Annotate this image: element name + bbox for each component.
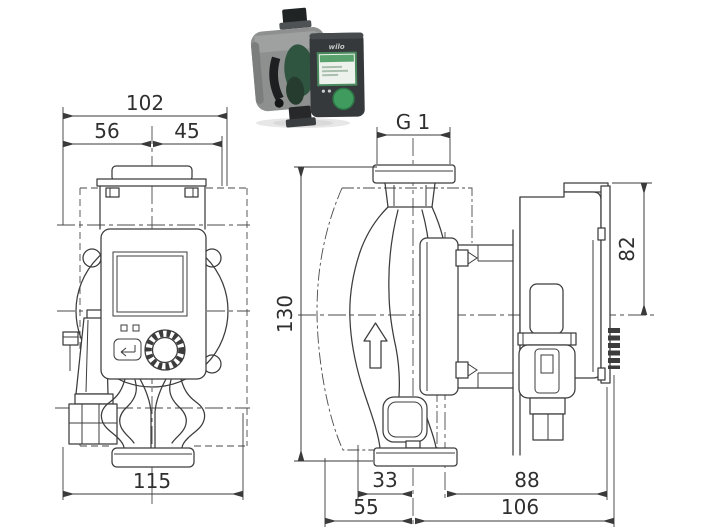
cover-clip [105, 187, 120, 198]
side-flange [373, 447, 458, 467]
port-flange [372, 164, 456, 184]
front-pump-volute [100, 378, 206, 468]
dim-label-102: 102 [126, 91, 164, 115]
dim-label-88: 88 [514, 468, 539, 492]
front-control-module [100, 228, 207, 380]
return-arrow-icon [120, 345, 136, 357]
motor-flange-plate [419, 237, 459, 396]
back-plate-clip [597, 227, 606, 241]
photo-display-line [322, 73, 339, 77]
dim-label-33: 33 [372, 468, 397, 492]
product-photo: wilo [250, 7, 365, 128]
dim-front-flange-width: 115 [62, 413, 244, 500]
photo-display-line [321, 65, 342, 69]
foot-window-inner [387, 401, 423, 438]
photo-clamp-lever [269, 56, 284, 101]
front-flange [111, 447, 195, 468]
dim-label-56: 56 [94, 119, 119, 143]
dim-side-module-height: 82 [612, 182, 652, 316]
photo-display-line [322, 69, 349, 73]
cover-clip [184, 187, 199, 198]
dim-label-g1: G 1 [396, 110, 431, 134]
side-view: G 1 130 82 33 88 [273, 110, 656, 527]
dim-label-130: 130 [273, 295, 297, 333]
side-cable-plug [517, 283, 577, 441]
photo-green-housing-dark [286, 76, 305, 105]
side-motor [419, 196, 521, 456]
photo-green-button [332, 87, 355, 111]
photo-top-collar [279, 20, 312, 30]
photo-display-header [319, 54, 354, 63]
control-knob [144, 329, 186, 371]
dim-front-width-split: 56 45 [62, 119, 223, 186]
back-plate-clip [597, 367, 606, 381]
dim-side-lower-row: 55 106 [324, 375, 615, 527]
foot-stem [405, 440, 421, 449]
cover-plate [96, 178, 207, 187]
led-indicator [132, 324, 140, 332]
dim-label-106: 106 [501, 495, 539, 519]
front-terminal-cover [96, 165, 207, 230]
flow-direction-arrow [363, 322, 388, 369]
display-outer [112, 251, 188, 317]
photo-module-top-edge [309, 32, 364, 40]
dim-label-55: 55 [353, 495, 378, 519]
dim-label-45: 45 [174, 119, 199, 143]
dim-side-overall-height: 130 [273, 166, 377, 462]
photo-control-module: wilo [309, 32, 365, 118]
flange-bolt [455, 249, 469, 267]
led-indicator [120, 324, 128, 332]
module-back-plate [600, 185, 611, 384]
photo-led-dot [321, 89, 326, 93]
dim-label-82: 82 [615, 236, 639, 261]
front-cable-plug [62, 309, 118, 445]
photo-pump-body-group: wilo [250, 7, 365, 128]
dim-side-upper-row: 33 88 [357, 387, 608, 500]
return-button [113, 338, 142, 361]
photo-led-dot [327, 89, 332, 93]
dim-label-115: 115 [133, 469, 171, 493]
dim-side-pipe-thread: G 1 [376, 110, 451, 164]
photo-housing-shade [251, 42, 264, 104]
photo-bottom-nut [285, 117, 317, 128]
photo-clamp-knob [274, 98, 284, 108]
front-view: 102 56 45 115 [55, 91, 250, 505]
side-pipe-port [372, 164, 456, 208]
dim-front-overall-width: 102 [62, 91, 228, 225]
foot-window-outer [382, 396, 428, 443]
photo-brand-logo: wilo [329, 43, 345, 51]
photo-top-pipe [282, 7, 308, 26]
display-inner [116, 255, 184, 313]
flange-bolt [455, 361, 469, 379]
side-pump-volute [349, 206, 458, 467]
